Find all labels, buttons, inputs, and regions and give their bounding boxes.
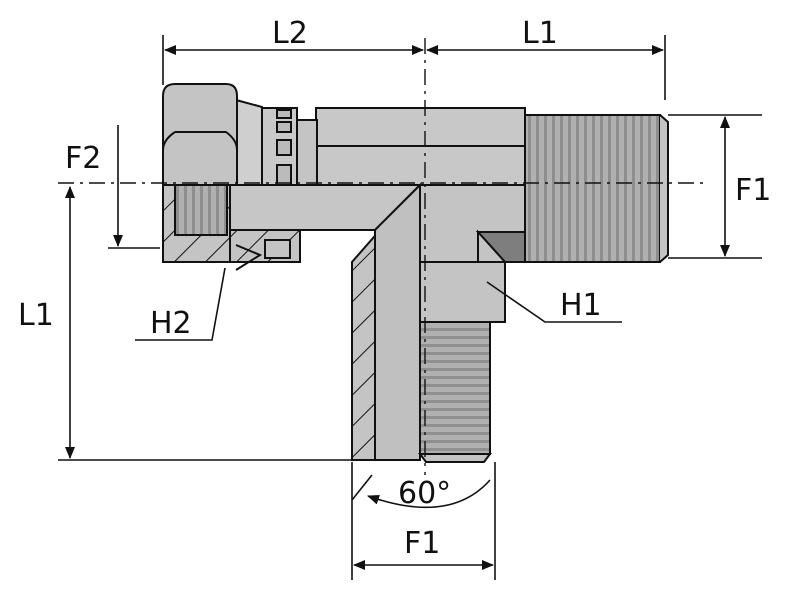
leader-h1: H1 [486,281,622,323]
right-male-thread [524,114,669,263]
swivel-collar [235,98,318,186]
label-f1-bottom: F1 [404,526,440,561]
dimension-l1-top: L1 [426,16,666,100]
label-h1: H1 [560,288,602,323]
bottom-male-thread [418,321,492,463]
dimension-f2: F2 [65,125,160,249]
dimension-f1-right: F1 [668,114,771,259]
dimension-f1-bottom: F1 [351,462,496,580]
dimension-l2: L2 [162,16,424,85]
label-l2: L2 [272,16,308,51]
leader-h2: H2 [135,267,226,341]
tee-body [315,107,526,323]
label-f1-right: F1 [735,173,771,208]
label-f2: F2 [65,141,101,176]
label-angle: 60° [398,476,451,511]
label-h2: H2 [150,306,192,341]
dimension-l1-left: L1 [18,186,352,461]
section-hatch [229,182,423,461]
label-l1-top: L1 [522,16,558,51]
swivel-nut [162,83,238,263]
label-l1-left: L1 [18,298,54,333]
angle-60: 60° [351,462,491,511]
